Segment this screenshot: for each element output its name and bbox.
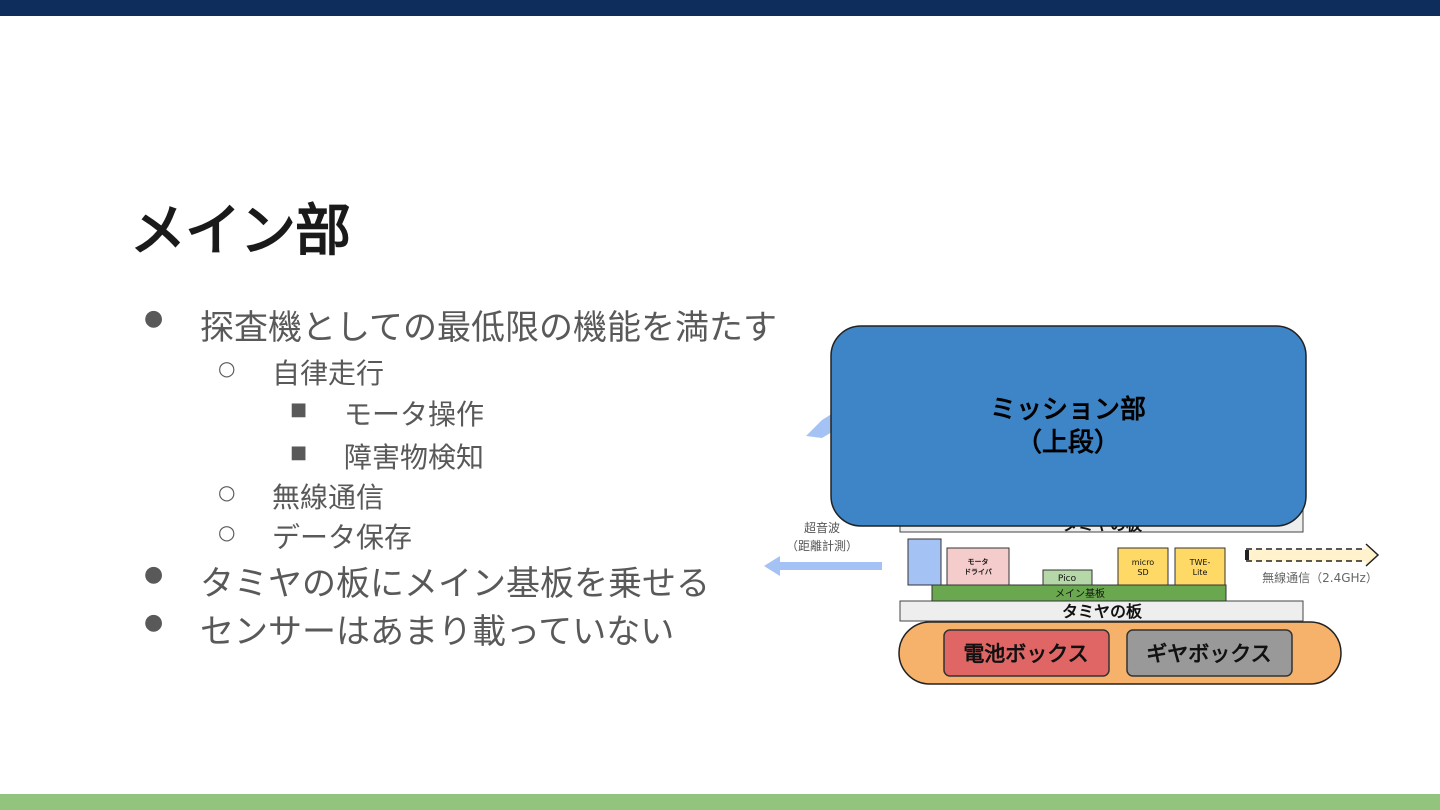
twelite-module bbox=[1174, 547, 1226, 586]
ultrasonic-label-2: （距離計測） bbox=[786, 538, 858, 553]
motor-driver bbox=[946, 547, 1010, 586]
ultrasonic-arrow bbox=[764, 556, 882, 576]
bullet-marker: ○ bbox=[218, 480, 236, 504]
bullet-marker: ● bbox=[144, 562, 164, 587]
bullet-text: センサーはあまり載っていない bbox=[200, 612, 675, 652]
twelite-label-2: Lite bbox=[1193, 568, 1208, 577]
main-board-label: メイン基板 bbox=[1055, 587, 1105, 600]
mission-module-label-1: ミッション部 bbox=[990, 395, 1146, 425]
microsd-label-2: SD bbox=[1137, 568, 1148, 577]
bullet-marker: ● bbox=[144, 306, 164, 331]
wireless-label: 無線通信（2.4GHz） bbox=[1262, 570, 1378, 585]
mission-module-box bbox=[830, 325, 1307, 527]
microsd-module bbox=[1117, 547, 1169, 586]
bullet-text: 無線通信 bbox=[272, 481, 385, 514]
upper-sensor-arrow bbox=[806, 410, 838, 438]
motor-driver-label-2: ドライバ bbox=[964, 568, 992, 576]
wireless-arrow bbox=[1245, 543, 1380, 567]
pico-label: Pico bbox=[1058, 574, 1077, 584]
bullet-marker: ■ bbox=[290, 442, 308, 463]
top-accent-bar bbox=[0, 0, 1440, 16]
mission-module-label-2: （上段） bbox=[1016, 427, 1120, 458]
battery-box bbox=[943, 629, 1110, 677]
bullet-text: 探査機としての最低限の機能を満たす bbox=[200, 308, 777, 348]
bullet-marker: ● bbox=[144, 610, 164, 635]
bullet-text: 自律走行 bbox=[272, 357, 385, 390]
gearbox bbox=[1126, 629, 1293, 677]
motor-driver-label-1: モータ bbox=[968, 557, 989, 566]
bullet-text: 障害物検知 bbox=[344, 441, 485, 474]
microsd-label-1: micro bbox=[1132, 558, 1155, 567]
twelite-label-1: TWE- bbox=[1189, 558, 1211, 567]
gearbox-label: ギヤボックス bbox=[1146, 642, 1271, 666]
bullet-marker: ■ bbox=[290, 399, 308, 420]
bullet-marker: ○ bbox=[218, 356, 236, 380]
ultrasonic-sensor bbox=[907, 538, 942, 586]
bullet-text: タミヤの板にメイン基板を乗せる bbox=[200, 564, 710, 604]
bullet-text: データ保存 bbox=[272, 521, 413, 554]
slide-title: メイン部 bbox=[130, 199, 351, 264]
pico-module bbox=[1042, 569, 1093, 586]
lower-plate-label: タミヤの板 bbox=[1062, 602, 1143, 621]
ultrasonic-label-1: 超音波 bbox=[804, 520, 840, 535]
bottom-accent-bar bbox=[0, 794, 1440, 810]
bullet-marker: ○ bbox=[218, 520, 236, 544]
battery-box-label: 電池ボックス bbox=[963, 642, 1088, 666]
bullet-text: モータ操作 bbox=[344, 398, 485, 431]
